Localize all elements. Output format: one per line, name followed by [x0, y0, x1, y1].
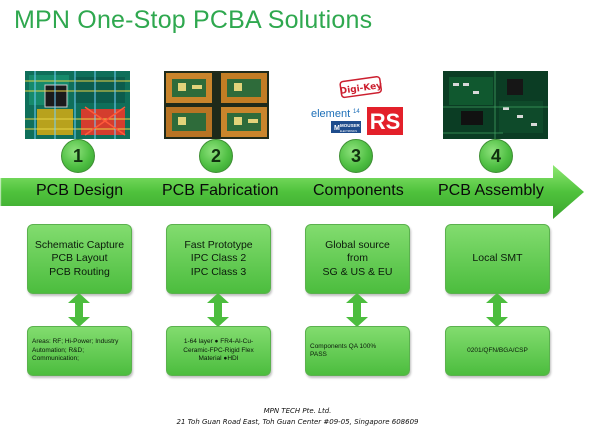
step-2-services-box: Fast Prototype IPC Class 2 IPC Class 3 [166, 224, 271, 294]
detail-line: Communication; [32, 355, 79, 363]
step-1-services-box: Schematic Capture PCB Layout PCB Routing [27, 224, 132, 294]
detail-line: Areas: RF; Hi-Power; Industry [32, 338, 119, 346]
step-number-1: 1 [61, 139, 95, 173]
footer-address: 21 Toh Guan Road East, Toh Guan Center #… [176, 418, 419, 426]
detail-line: 0201/QFN/BGA/CSP [467, 346, 528, 354]
process-arrow [0, 165, 584, 219]
stage-label-pcb-design: PCB Design [36, 182, 124, 199]
svg-text:14: 14 [353, 109, 360, 115]
double-arrow-icon [68, 293, 90, 327]
service-line: PCB Routing [49, 265, 110, 278]
service-line: Local SMT [472, 252, 523, 265]
pcb-assembly-photo [443, 71, 548, 139]
detail-line: Material ●HDI [198, 355, 239, 363]
double-arrow-icon [207, 293, 229, 327]
step-number-3: 3 [339, 139, 373, 173]
flex-pcb-photo [164, 71, 269, 139]
detail-line: Ceramic-FPC-Rigid Flex [183, 346, 254, 354]
service-line: Schematic Capture [34, 239, 125, 252]
service-line: from [347, 252, 368, 265]
svg-text:ELECTRONICS: ELECTRONICS [340, 130, 357, 133]
distributor-logos: Digi-Key element 14 M MOUSER ELECTRONICS… [303, 71, 408, 139]
step-number-4: 4 [479, 139, 513, 173]
step-4-details-box: 0201/QFN/BGA/CSP [445, 326, 550, 376]
double-arrow-icon [346, 293, 368, 327]
step-4-services-box: Local SMT [445, 224, 550, 294]
service-line: Fast Prototype [184, 239, 253, 252]
page-title: MPN One-Stop PCBA Solutions [14, 6, 373, 34]
stage-label-components: Components [313, 182, 404, 199]
detail-line: Components QA 100% [310, 342, 377, 350]
service-line: Global source [325, 239, 390, 252]
detail-line: PASS [310, 351, 327, 358]
detail-line: 1-64 layer ● FR4-Al-Cu- [183, 338, 254, 346]
pcb-design-photo [25, 71, 130, 139]
svg-text:M: M [334, 125, 340, 132]
rs-logo: RS [370, 109, 401, 134]
service-line: SG & US & EU [322, 265, 393, 278]
footer-company: MPN TECH Pte. Ltd. [263, 407, 332, 415]
element14-logo: element [311, 108, 350, 120]
mouser-logo: MOUSER [340, 123, 361, 128]
service-line: IPC Class 2 [190, 252, 247, 265]
step-3-services-box: Global source from SG & US & EU [305, 224, 410, 294]
step-2-details-box: 1-64 layer ● FR4-Al-Cu- Ceramic-FPC-Rigi… [166, 326, 271, 376]
step-1-details-box: Areas: RF; Hi-Power; Industry Automation… [27, 326, 132, 376]
step-3-details-box: Components QA 100% PASS [305, 326, 410, 376]
stage-label-pcb-fabrication: PCB Fabrication [162, 182, 279, 199]
service-line: PCB Layout [51, 252, 108, 265]
stage-label-pcb-assembly: PCB Assembly [438, 182, 544, 199]
detail-line: Automation; R&D; [32, 346, 85, 354]
service-line: IPC Class 3 [190, 265, 247, 278]
step-number-2: 2 [199, 139, 233, 173]
double-arrow-icon [486, 293, 508, 327]
